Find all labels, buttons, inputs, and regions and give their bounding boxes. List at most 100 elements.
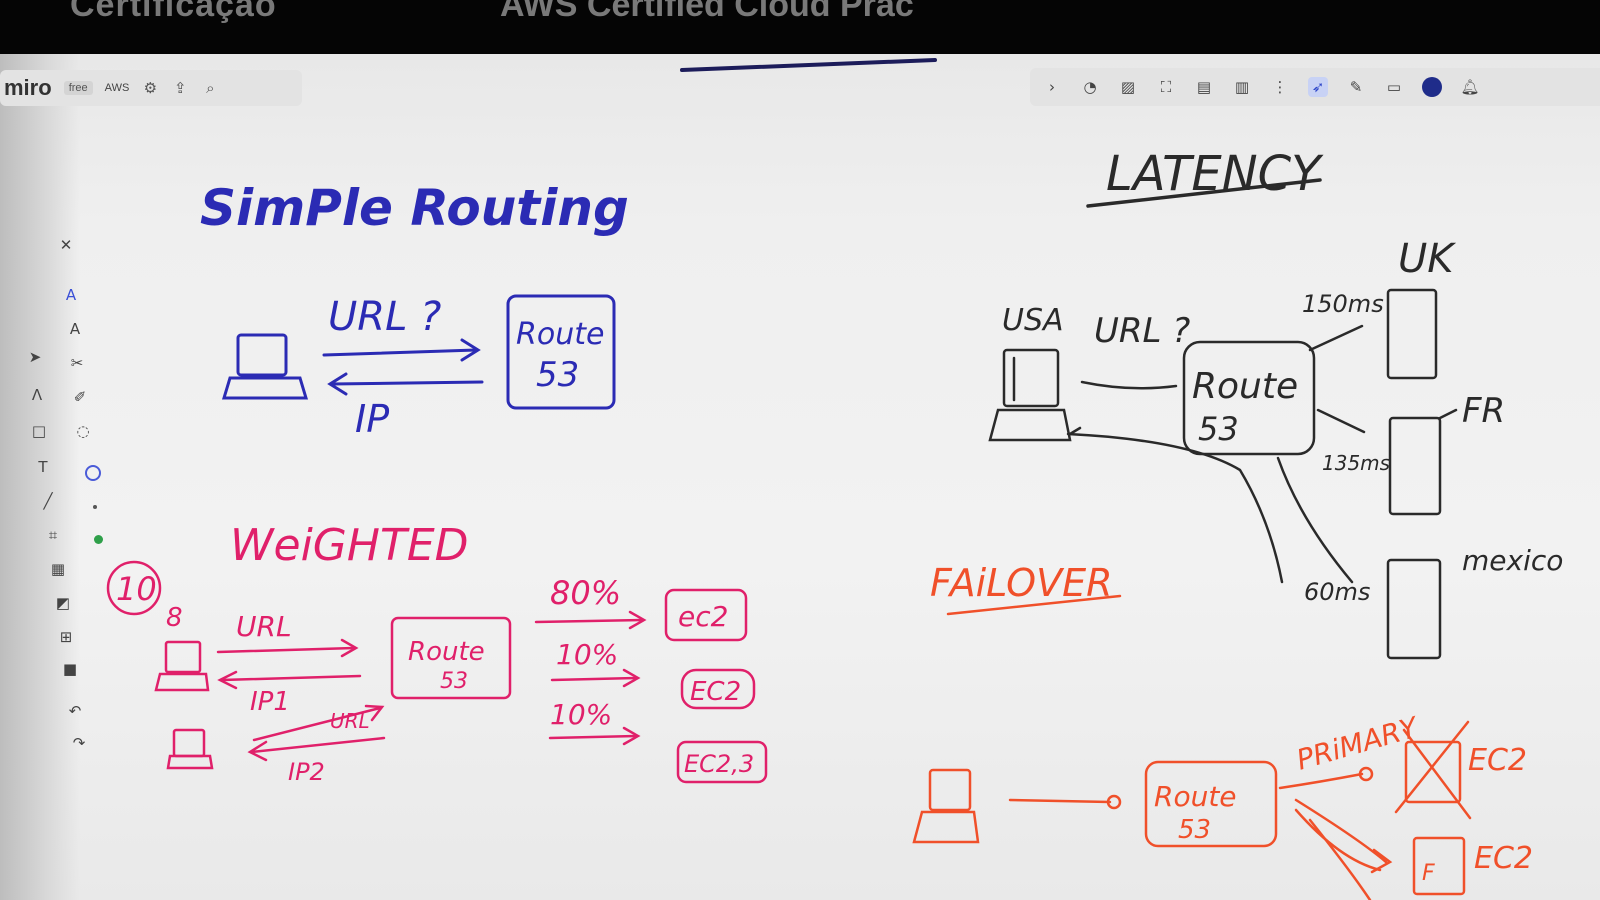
failover-route53-line1: Route: [1154, 780, 1237, 813]
weighted-pct10a: 10%: [556, 638, 618, 671]
doc-icon[interactable]: ▥: [1234, 78, 1250, 96]
shape-icon[interactable]: □: [31, 422, 47, 440]
plan-badge: free: [63, 81, 93, 95]
latency-heading: LATENCY: [1106, 146, 1324, 202]
weighted-ec2-2: EC2: [690, 677, 741, 707]
failover-ec2b-label: EC2: [1474, 841, 1533, 876]
simple-routing-heading: SimPle Routing: [200, 179, 629, 237]
failover-client-computer-icon: [912, 768, 980, 844]
latency-60ms-label: 60ms: [1304, 578, 1370, 606]
latency-route53-box: [1182, 340, 1316, 456]
pen-icon[interactable]: ✐: [73, 388, 87, 406]
pen-tool-icon[interactable]: Λ: [31, 386, 43, 404]
failover-primary-server: [1404, 740, 1462, 804]
weighted-ec2-box-2: [680, 668, 756, 710]
latency-mexico-server: [1386, 558, 1442, 660]
failover-primary-label: PRiMARY: [1293, 710, 1423, 776]
weighted-ec2-1: ec2: [678, 600, 728, 633]
latency-route53-line1: Route: [1192, 366, 1298, 407]
simple-routing-section: SimPle Routing URL ? IP Route 53: [200, 179, 629, 441]
comment-icon[interactable]: ◌: [76, 422, 90, 440]
undo-icon[interactable]: ↶: [68, 702, 82, 720]
template-icon[interactable]: ⊞: [59, 628, 73, 646]
cursor-icon[interactable]: ➤: [28, 348, 42, 366]
latency-mexico-label: mexico: [1462, 544, 1563, 577]
simple-ip-label: IP: [355, 397, 389, 441]
card-icon[interactable]: ▤: [1196, 78, 1212, 96]
failover-route53-line2: 53: [1178, 815, 1211, 845]
redo-icon[interactable]: ↷: [72, 734, 86, 752]
frame-icon[interactable]: ⛶: [1160, 78, 1172, 96]
bell-icon[interactable]: 🔔︎: [1460, 78, 1480, 96]
search-icon[interactable]: ⌕: [206, 79, 215, 97]
weighted-route53-line2: 53: [440, 669, 468, 694]
latency-uk-server: [1386, 288, 1438, 380]
text-tool-icon[interactable]: T: [38, 458, 48, 476]
window-title-right: AWS Certified Cloud Prac: [500, 0, 914, 24]
collaboration-toolbar: › ◔ ▨ ⛶ ▤ ▥ ⋮ ➶ ✎ ▭ 🔔︎: [1030, 68, 1600, 106]
chevron-right-icon[interactable]: ›: [1049, 78, 1055, 96]
client-laptop-icon: [221, 333, 309, 400]
weighted-pct80: 80%: [550, 574, 621, 612]
weighted-ec2-3: EC2,3: [684, 750, 754, 778]
client-laptop-1-icon: [154, 640, 210, 692]
simple-route53-box: [506, 294, 616, 410]
line-icon[interactable]: ╱: [43, 492, 53, 510]
failover-f-label: F: [1422, 861, 1435, 886]
latency-135ms-label: 135ms: [1322, 451, 1390, 475]
latency-usa-label: USA: [1002, 303, 1064, 338]
weighted-ip1-label: IP1: [250, 687, 290, 717]
weighted-ec2-box-3: [676, 740, 768, 784]
note-icon[interactable]: ▨: [1120, 78, 1136, 96]
avatar[interactable]: [1422, 77, 1442, 97]
reactions-icon[interactable]: ✎: [1349, 78, 1363, 96]
failover-secondary-server: [1412, 836, 1466, 896]
weighted-ec2-box-1: [664, 588, 748, 642]
grid-icon[interactable]: ▦: [50, 560, 66, 578]
weighted-ten: 10: [116, 570, 157, 608]
text-format-icon[interactable]: A: [69, 320, 81, 338]
frame-tool-icon[interactable]: ⌗: [48, 526, 58, 544]
client-laptop-2-icon: [166, 728, 214, 770]
browser-title-bar: Certificação AWS Certified Cloud Prac: [0, 0, 1600, 58]
share-icon[interactable]: ⇪: [174, 79, 187, 97]
weighted-route53-box: [390, 616, 512, 700]
weighted-ip2-label: IP2: [288, 758, 325, 786]
more-icon[interactable]: ⋮: [1272, 78, 1288, 96]
close-icon[interactable]: ✕: [59, 236, 73, 254]
weighted-heading: WeiGHTED: [230, 520, 469, 571]
failover-ec2a-label: EC2: [1468, 743, 1527, 778]
timer-icon[interactable]: ◔: [1083, 78, 1097, 96]
chat-icon[interactable]: ▭: [1386, 78, 1402, 96]
latency-uk-label: UK: [1398, 236, 1456, 282]
simple-route53-line1: Route: [516, 317, 604, 352]
failover-heading: FAiLOVER: [930, 561, 1113, 605]
latency-section: LATENCY USA URL ? Route 53 150ms 135ms 6…: [988, 146, 1563, 660]
circled-ten: [106, 560, 162, 616]
latency-url-label: URL ?: [1094, 311, 1190, 351]
settings-icon[interactable]: ⚙: [143, 79, 158, 97]
miro-logo[interactable]: miro: [4, 75, 52, 100]
lock-icon[interactable]: ■: [62, 660, 78, 678]
failover-route53-box: [1144, 760, 1278, 848]
text-icon[interactable]: A: [65, 286, 77, 304]
board-name[interactable]: AWS: [104, 82, 130, 94]
window-title-left: Certificação: [70, 0, 277, 24]
circle-tool-icon[interactable]: [82, 462, 104, 484]
color-dot-icon[interactable]: [87, 528, 109, 550]
weighted-eight: 8: [166, 603, 183, 633]
upload-icon[interactable]: ◩: [55, 594, 71, 612]
simple-route53-line2: 53: [536, 355, 579, 395]
sticky-icon[interactable]: ✂: [70, 354, 84, 372]
weighted-url2-label: URL: [330, 709, 370, 733]
latency-route53-line2: 53: [1198, 410, 1239, 448]
simple-url-label: URL ?: [328, 294, 441, 340]
latency-fr-label: FR: [1462, 391, 1505, 431]
select-icon[interactable]: ➶: [1308, 77, 1328, 97]
board-header: miro free AWS ⚙ ⇪ ⌕: [0, 70, 302, 106]
latency-fr-server: [1388, 416, 1442, 516]
dot-tool-icon[interactable]: [84, 496, 106, 518]
latency-150ms-label: 150ms: [1302, 290, 1384, 318]
